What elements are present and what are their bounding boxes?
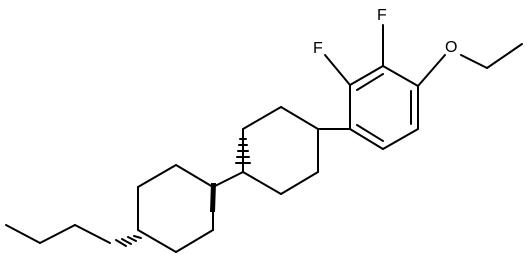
bond bbox=[486, 43, 523, 69]
bond bbox=[5, 224, 41, 244]
bond bbox=[212, 171, 244, 188]
bond bbox=[349, 65, 384, 86]
bond bbox=[242, 171, 282, 195]
bond bbox=[280, 171, 319, 195]
double-bond bbox=[356, 73, 384, 91]
bond bbox=[417, 54, 446, 87]
bond bbox=[382, 65, 419, 87]
bond bbox=[460, 54, 488, 69]
cyclohexane-ring-middle bbox=[242, 106, 319, 195]
hashed-bond bbox=[235, 138, 251, 164]
bond bbox=[175, 164, 214, 188]
bond bbox=[280, 106, 319, 130]
ethoxy-group: O bbox=[417, 39, 523, 87]
bond bbox=[74, 224, 111, 244]
fluorine-label-2: F bbox=[377, 7, 387, 24]
double-bond bbox=[356, 124, 384, 142]
bond bbox=[324, 54, 351, 86]
cyclohexane-ring-left bbox=[137, 164, 214, 253]
hash-line bbox=[121, 238, 132, 245]
bond bbox=[349, 128, 384, 150]
butyl-chain bbox=[5, 224, 111, 244]
hash-line bbox=[127, 236, 137, 242]
bond bbox=[175, 229, 214, 253]
hash-line bbox=[133, 235, 142, 239]
hash-line bbox=[115, 239, 127, 247]
benzene-ring bbox=[349, 65, 419, 150]
bond bbox=[39, 224, 76, 244]
bond bbox=[137, 229, 177, 253]
fluorine-label-1: F bbox=[313, 40, 323, 57]
bond bbox=[137, 164, 177, 188]
bond bbox=[242, 106, 282, 130]
hashed-bond-butyl bbox=[115, 235, 142, 247]
fluoro-substituents: F F bbox=[313, 7, 387, 86]
oxygen-label: O bbox=[445, 39, 457, 56]
bond bbox=[382, 128, 419, 150]
wedge-bond bbox=[210, 183, 216, 212]
